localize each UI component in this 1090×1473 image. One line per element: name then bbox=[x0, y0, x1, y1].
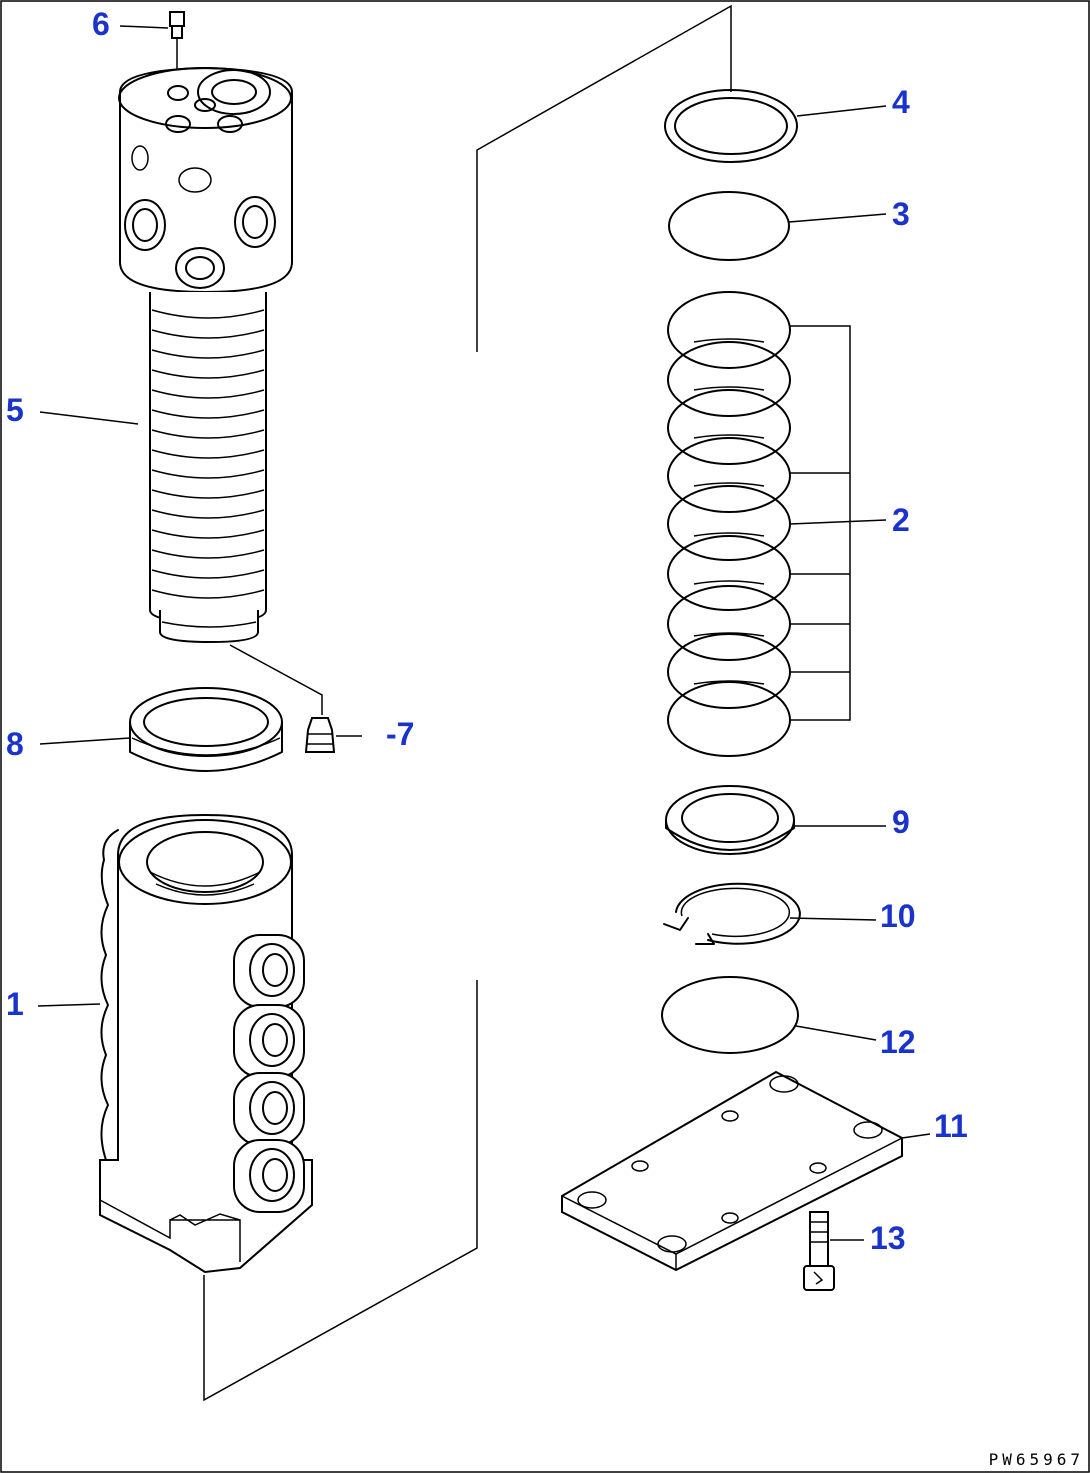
callout-2[interactable]: 2 bbox=[892, 502, 910, 538]
part-7-plug[interactable] bbox=[304, 717, 362, 753]
callout-10[interactable]: 10 bbox=[880, 898, 916, 934]
callout-3[interactable]: 3 bbox=[892, 196, 910, 232]
part-3-ring[interactable] bbox=[668, 191, 887, 261]
part-10-snap-ring[interactable] bbox=[663, 882, 877, 945]
callout-5[interactable]: 5 bbox=[6, 392, 24, 428]
callout-9[interactable]: 9 bbox=[892, 804, 910, 840]
assembly-guide-lines bbox=[203, 4, 732, 1402]
part-4-ring[interactable] bbox=[664, 89, 887, 163]
callout-11[interactable]: 11 bbox=[934, 1108, 968, 1144]
callout-8[interactable]: 8 bbox=[6, 726, 24, 762]
part-9-washer[interactable] bbox=[665, 785, 886, 855]
part-5-rotor[interactable] bbox=[118, 66, 323, 715]
part-1-body[interactable] bbox=[99, 813, 313, 1274]
part-11-cover-plate[interactable] bbox=[561, 1070, 931, 1272]
callout-1[interactable]: 1 bbox=[6, 986, 24, 1022]
callout-7[interactable]: -7 bbox=[386, 716, 415, 752]
callout-leaders bbox=[37, 25, 169, 1007]
part-12-ring[interactable] bbox=[661, 976, 877, 1054]
callout-4[interactable]: 4 bbox=[892, 84, 910, 120]
part-8-ring[interactable] bbox=[129, 687, 283, 772]
drawing-code: PW65967 bbox=[988, 1450, 1084, 1469]
callout-12[interactable]: 12 bbox=[880, 1024, 916, 1060]
callout-13[interactable]: 13 bbox=[870, 1220, 906, 1256]
callout-6[interactable]: 6 bbox=[92, 6, 110, 42]
part-2-seal-stack[interactable] bbox=[667, 291, 887, 757]
part-13-bolt[interactable] bbox=[803, 1211, 864, 1291]
